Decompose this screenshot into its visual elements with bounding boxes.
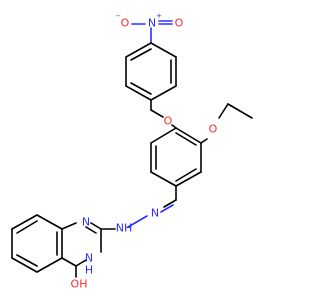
benz-bond-5 xyxy=(36,257,63,273)
ring1-bond-1 xyxy=(150,42,177,58)
central-ring xyxy=(150,124,202,187)
bond-ch-n xyxy=(163,199,177,208)
ethoxy-group xyxy=(200,103,253,144)
bond-ch-n-double xyxy=(160,204,174,213)
bond-c2-n1 xyxy=(90,222,102,230)
atom-nitro-o-minus: O xyxy=(121,17,130,30)
bond-c4a-c4 xyxy=(61,257,77,267)
quinazolinone xyxy=(11,214,116,278)
benz-bond-2 xyxy=(11,214,38,230)
atom-nitro-n: N xyxy=(148,17,156,30)
ring1-bond-4-inner xyxy=(130,82,152,95)
ring1-bond-6-inner xyxy=(130,48,152,61)
ring2-bond-1 xyxy=(175,127,202,144)
atom-ring-n3-h: H xyxy=(85,264,93,277)
ring2-bond-6 xyxy=(150,127,177,144)
molecule-structure: N + O O − O O N NH N N H OH xyxy=(11,12,253,291)
ring1-bond-4 xyxy=(125,85,152,101)
atom-hydrazone-n: N xyxy=(151,207,159,220)
benz-bond-2-inner xyxy=(16,220,38,234)
atom-nitro-o-double: O xyxy=(175,17,184,30)
ring2-bond-1-inner xyxy=(175,132,197,146)
atom-hydrazone-nh: NH xyxy=(116,222,133,235)
bond-c4-n3 xyxy=(75,259,87,267)
ring2-bond-3-inner xyxy=(175,168,197,182)
structure-svg: N + O O − O O N NH N N H OH xyxy=(11,12,253,291)
atom-ether-o1: O xyxy=(164,115,173,128)
hydrazone-chain xyxy=(127,185,177,228)
bond-c2-n1-inner xyxy=(85,226,97,234)
ring2-bond-3 xyxy=(175,171,202,187)
benz-bond-4 xyxy=(11,257,38,273)
bond-n-n xyxy=(127,215,148,228)
ring1-bond-3 xyxy=(150,85,177,101)
nitro-group xyxy=(131,20,173,44)
charge-minus: − xyxy=(115,12,121,20)
bond-ring-oeth xyxy=(200,138,208,144)
atom-ring-n1: N xyxy=(82,216,90,229)
atom-carbonyl-oh: OH xyxy=(71,278,88,291)
bond-ch2-ch3 xyxy=(227,103,253,119)
benz-bond-4-inner xyxy=(16,254,38,267)
charge-plus: + xyxy=(156,12,162,20)
ring2-bond-4 xyxy=(150,171,177,187)
bond-n1-c8a xyxy=(61,222,77,230)
bond-o-ch2 xyxy=(218,103,229,119)
nitrophenyl-ring xyxy=(125,42,177,101)
ring1-bond-6 xyxy=(125,42,152,58)
atom-ring-n3: N xyxy=(85,252,93,265)
atom-ether-o2: O xyxy=(209,123,218,136)
benz-bond-1 xyxy=(36,214,63,230)
bond-ch2-o xyxy=(150,109,164,118)
